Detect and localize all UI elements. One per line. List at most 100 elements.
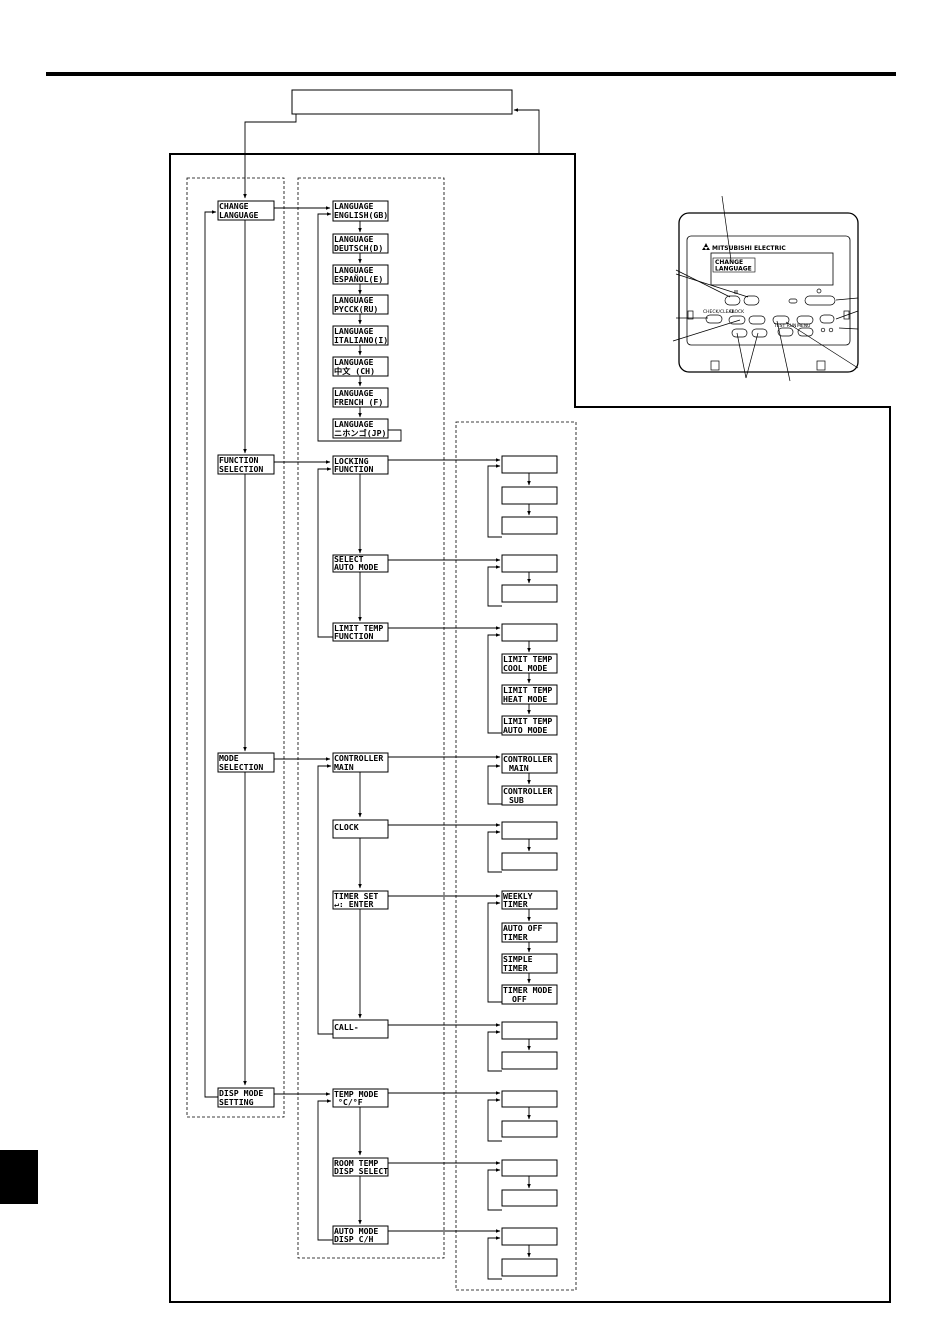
option-box-limit-cool: LIMIT TEMP COOL MODE: [501, 653, 558, 674]
box-line2: SELECTION: [219, 762, 263, 772]
box-line2: LANGUAGE: [219, 210, 259, 220]
timer-button[interactable]: [772, 315, 790, 325]
box-line2: ↵: ENTER: [334, 899, 374, 909]
indicator-dot: [820, 327, 826, 333]
blank-option-box: [501, 1090, 558, 1108]
box-line2: SETTING: [219, 1097, 254, 1107]
box-line1: CONTROLLER: [334, 753, 383, 763]
box-line1: LANGUAGE: [334, 388, 374, 398]
function-box-select-auto: SELECT AUTO MODE: [332, 554, 389, 573]
test-run-label: TEST RUN: [773, 323, 796, 329]
box-line2: MAIN: [509, 763, 529, 773]
level2-dashed-group: [297, 177, 445, 1259]
clip-left: [710, 360, 720, 371]
blank-option-box: [501, 486, 558, 505]
menu-button[interactable]: [748, 315, 766, 325]
top-mode-box: [291, 89, 513, 115]
box-line2: DEUTSCH(D): [334, 243, 383, 253]
box-line2: SUB: [509, 795, 524, 805]
check-clear-button[interactable]: [705, 314, 723, 324]
box-line2: TIMER: [503, 899, 528, 909]
on-off-button[interactable]: [804, 295, 836, 306]
box-line2: FRENCH (F): [334, 397, 383, 407]
disp-box-auto-mode: AUTO MODE DISP C/H: [332, 1225, 389, 1245]
option-box-controller-sub: CONTROLLER SUB: [501, 785, 558, 806]
box-line2: PYCCK(RU): [334, 304, 378, 314]
language-box: LANGUAGE ニホンゴ(JP): [332, 418, 389, 439]
mode-connectors: [317, 755, 501, 1035]
disp-box-room-temp: ROOM TEMP DISP SELECT: [332, 1157, 389, 1177]
box-line1: CALL-: [334, 1022, 359, 1032]
box-line1: CLOCK: [334, 822, 359, 832]
box-line1: SIMPLE: [503, 954, 533, 964]
box-line1: LANGUAGE: [334, 419, 374, 429]
box-line2: AUTO MODE: [334, 562, 378, 572]
level1-box-disp-mode-setting: DISP MODE SETTING: [217, 1087, 275, 1108]
side-tab: [0, 1150, 38, 1204]
box-line1: LANGUAGE: [334, 234, 374, 244]
ventilation-button[interactable]: [797, 327, 814, 337]
vane-button[interactable]: [819, 314, 835, 324]
mode-indicator: [788, 298, 798, 304]
option-box-auto-off-timer: AUTO OFF TIMER: [501, 922, 558, 943]
box-line1: TEMP MODE: [334, 1089, 378, 1099]
box-line2: 中文 (CH): [334, 366, 375, 376]
language-box: LANGUAGE ITALIANO(I): [332, 325, 389, 346]
language-box: LANGUAGE 中文 (CH): [332, 356, 389, 377]
box-line2: SELECTION: [219, 464, 263, 474]
box-line1: LOCKING: [334, 456, 369, 466]
box-line2: ITALIANO(I): [334, 335, 388, 345]
box-line1: AUTO OFF: [503, 923, 543, 933]
clip-right: [816, 360, 826, 371]
box-line1: LIMIT TEMP: [503, 716, 552, 726]
blank-option-box: [501, 852, 558, 871]
level3-blank-boxes: [501, 455, 558, 1277]
option-box-simple-timer: SIMPLE TIMER: [501, 953, 558, 974]
box-line1: LIMIT TEMP: [503, 685, 552, 695]
language-box: LANGUAGE PYCCK(RU): [332, 294, 389, 315]
clock-label: CLOCK: [729, 309, 745, 315]
blank-option-box: [501, 1159, 558, 1177]
blank-option-box: [501, 1021, 558, 1040]
indicator-dot: [828, 327, 834, 333]
remote-screen-line1: CHANGE: [715, 259, 743, 266]
box-line1: LANGUAGE: [334, 326, 374, 336]
box-line2: FUNCTION: [334, 464, 374, 474]
box-line1: CONTROLLER: [503, 786, 552, 796]
box-line2: ENGLISH(GB): [334, 210, 388, 220]
option-box-timer-mode-off: TIMER MODE OFF: [501, 984, 558, 1005]
brand-logo-icon: [702, 243, 710, 250]
box-line1: SELECT: [334, 554, 364, 564]
temp-up-button[interactable]: [743, 295, 760, 306]
set-button[interactable]: [751, 328, 768, 338]
test-run-button[interactable]: [731, 328, 748, 338]
function-box-limit-temp: LIMIT TEMP FUNCTION: [332, 622, 389, 642]
box-line2: COOL MODE: [503, 663, 547, 673]
box-line1: LIMIT TEMP: [503, 654, 552, 664]
box-line2: DISP C/H: [334, 1234, 374, 1244]
box-line2: OFF: [512, 994, 527, 1004]
remote-brand: MITSUBISHI ELECTRIC: [712, 245, 786, 252]
box-line2: TIMER: [503, 932, 528, 942]
level3-connectors: [487, 464, 531, 1280]
box-line2: DISP SELECT: [334, 1166, 388, 1176]
box-line1: LANGUAGE: [334, 295, 374, 305]
function-box-locking: LOCKING FUNCTION: [332, 455, 389, 475]
disp-box-temp-mode: TEMP MODE °C/°F: [332, 1088, 389, 1108]
box-line1: AUTO MODE: [334, 1226, 378, 1236]
fan-button[interactable]: [796, 315, 814, 325]
side-button-left[interactable]: [687, 310, 694, 320]
blank-option-box: [501, 1120, 558, 1138]
option-box-controller-main: CONTROLLER MAIN: [501, 753, 558, 774]
temp-down-button[interactable]: [724, 295, 741, 306]
box-line2: °C/°F: [338, 1097, 363, 1107]
box-line1: FUNCTION: [219, 455, 259, 465]
blank-option-box: [501, 516, 558, 535]
blank-option-box: [501, 554, 558, 573]
blank-option-box: [501, 1258, 558, 1277]
remote-screen-line2: LANGUAGE: [715, 266, 752, 273]
language-connectors: [317, 212, 402, 442]
remote-controller: MITSUBISHI ELECTRIC CHANGE LANGUAGE: [672, 195, 859, 382]
louver-button[interactable]: [777, 327, 794, 337]
